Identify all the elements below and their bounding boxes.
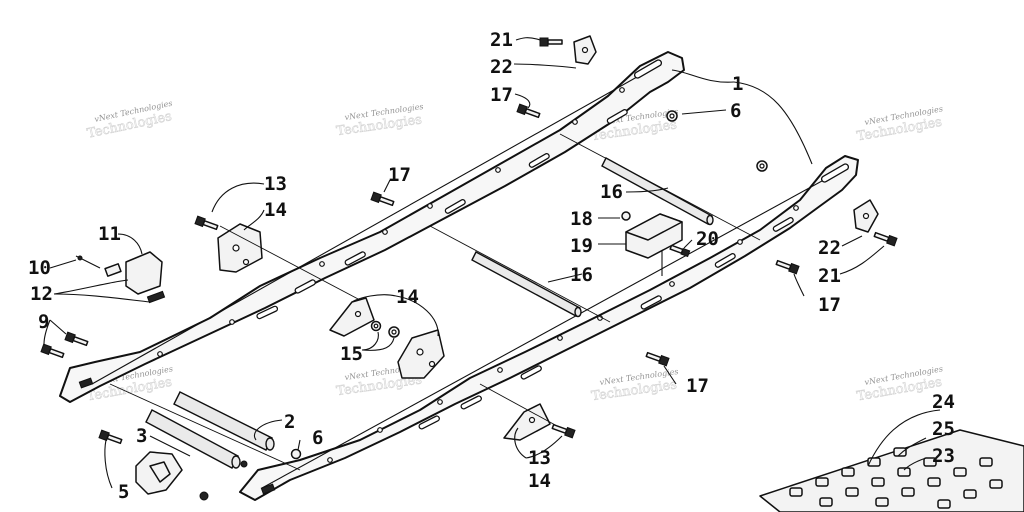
callout-6: 6 [730, 100, 741, 122]
bracket-upper-left [217, 223, 361, 301]
callout-22: 22 [490, 56, 513, 78]
callout-10: 10 [28, 257, 51, 279]
callout-14: 14 [396, 286, 419, 308]
track-lugs [789, 447, 1003, 509]
nut-washers [199, 110, 768, 501]
bracket-middle-left [329, 297, 375, 337]
callout-11: 11 [98, 223, 121, 245]
callout-13: 13 [528, 447, 551, 469]
callout-20: 20 [696, 228, 719, 250]
callout-17: 17 [388, 164, 411, 186]
callout-6: 6 [312, 427, 323, 449]
leader-lines [43, 37, 941, 489]
callout-24: 24 [932, 391, 955, 413]
callout-13: 13 [264, 173, 287, 195]
cross-shaft-middle [429, 225, 611, 323]
guard-part [135, 451, 183, 495]
callout-12: 12 [30, 283, 53, 305]
callout-5: 5 [118, 481, 129, 503]
callout-19: 19 [570, 235, 593, 257]
callout-21: 21 [818, 265, 841, 287]
callout-14: 14 [528, 470, 551, 492]
callout-15: 15 [340, 343, 363, 365]
left-slide-rail [59, 51, 685, 403]
callout-17: 17 [686, 375, 709, 397]
callout-14: 14 [264, 199, 287, 221]
callout-25: 25 [932, 418, 955, 440]
callout-17: 17 [490, 84, 513, 106]
callout-3: 3 [136, 425, 147, 447]
right-slide-rail [239, 155, 859, 501]
retainer-clip-top [573, 35, 597, 65]
retainer-clip-right [853, 199, 879, 233]
callout-1: 1 [732, 73, 743, 95]
cross-shaft-rear [559, 133, 761, 241]
callout-16: 16 [570, 264, 593, 286]
front-bumper-parts [75, 251, 166, 304]
callout-16: 16 [600, 181, 623, 203]
callout-2: 2 [284, 411, 295, 433]
callout-21: 21 [490, 29, 513, 51]
bracket-lower-right [479, 383, 569, 441]
front-axle-assembly [109, 383, 301, 471]
callout-22: 22 [818, 237, 841, 259]
callout-labels: 1 2 3 5 6 6 9 10 11 12 13 13 14 14 14 15… [28, 29, 955, 503]
bracket-middle-right [397, 329, 445, 379]
callout-23: 23 [932, 445, 955, 467]
callout-17: 17 [818, 294, 841, 316]
callout-18: 18 [570, 208, 593, 230]
bolts [40, 37, 898, 445]
bumper-block [621, 211, 683, 276]
callout-9: 9 [38, 311, 49, 333]
track-section [759, 429, 1024, 512]
